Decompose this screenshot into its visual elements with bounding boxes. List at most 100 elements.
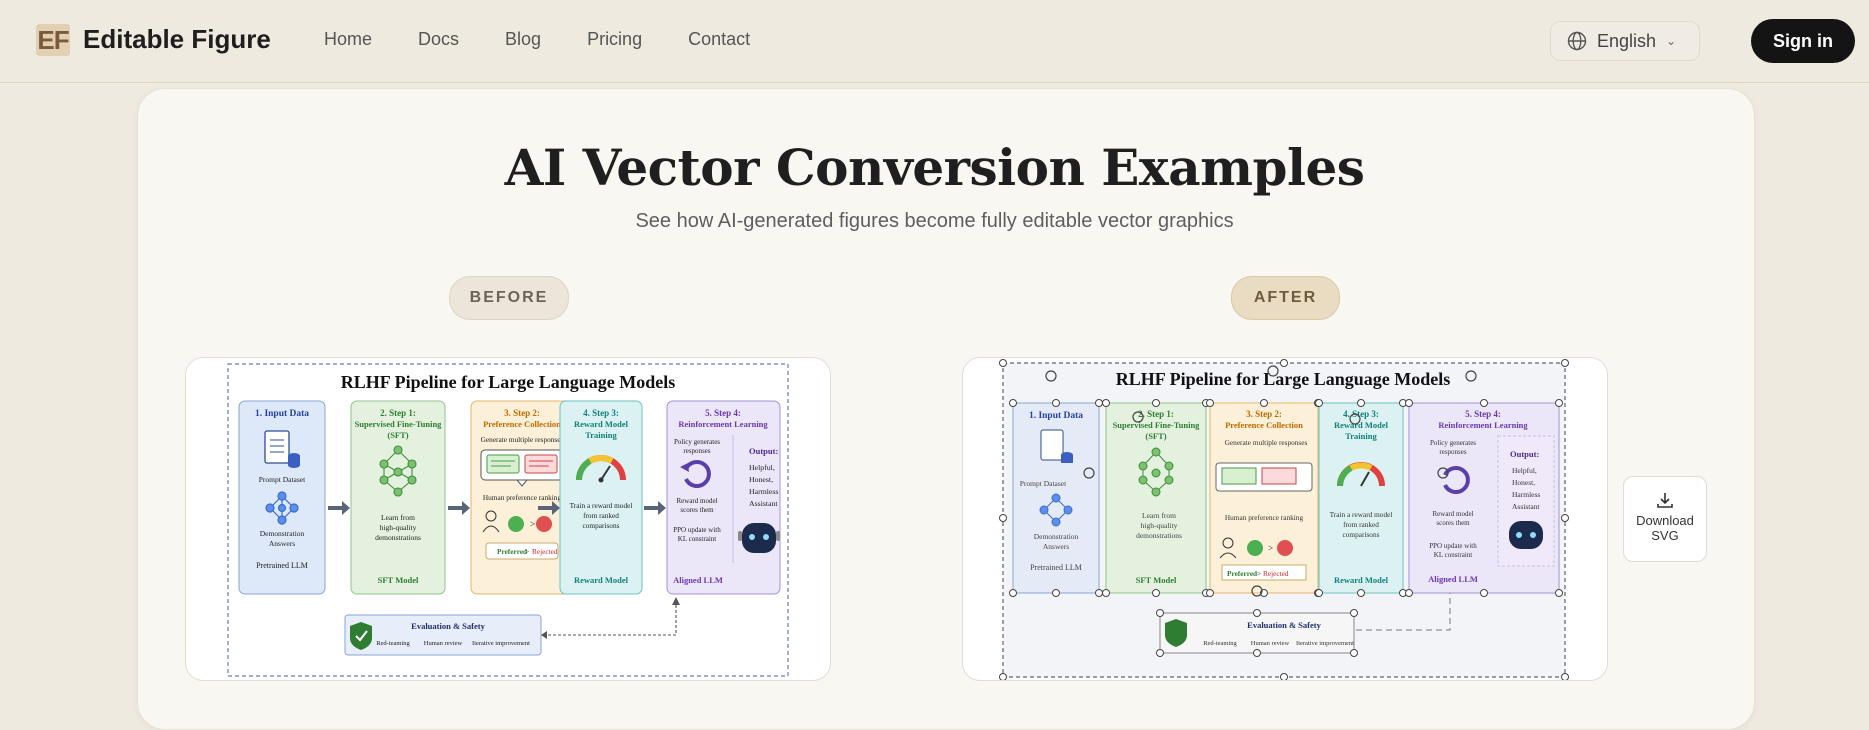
sft-desc-2: high-quality bbox=[380, 523, 417, 532]
demo-label-after-1: Demonstration bbox=[1034, 532, 1079, 541]
sft-desc-after-2: high-quality bbox=[1141, 521, 1178, 530]
selection-handles[interactable] bbox=[999, 359, 1569, 681]
eval-item-1: Red-teaming bbox=[376, 640, 410, 647]
arrow-icon bbox=[462, 501, 470, 515]
download-label-2: SVG bbox=[1651, 528, 1679, 543]
output-1: Helpful, bbox=[749, 463, 775, 472]
evaluation-box-after bbox=[1159, 612, 1355, 654]
figure-title-after: RLHF Pipeline for Large Language Models bbox=[1116, 369, 1451, 389]
demo-label-1: Demonstration bbox=[260, 529, 305, 538]
rlhf-figure-after: RLHF Pipeline for Large Language Models … bbox=[999, 359, 1569, 681]
demo-label-2: Answers bbox=[269, 539, 295, 548]
nav-docs[interactable]: Docs bbox=[418, 29, 460, 49]
rl-score-after-2: scores them bbox=[1436, 519, 1470, 527]
page-title: AI Vector Conversion Examples bbox=[504, 138, 1365, 197]
logo-mark[interactable]: EF bbox=[36, 24, 70, 56]
sft-desc-after-1: Learn from bbox=[1142, 511, 1176, 520]
rotate-handle-icon[interactable] bbox=[1045, 365, 1477, 597]
thumbs-down-icon bbox=[536, 516, 552, 532]
rm-title-after-1: Reward Model bbox=[1334, 420, 1389, 430]
aligned-llm-label: Aligned LLM bbox=[673, 575, 723, 585]
main-nav: Home Docs Blog Pricing Contact bbox=[324, 29, 750, 50]
reward-model-box bbox=[559, 400, 643, 595]
eval-item-after-2: Human review bbox=[1251, 640, 1290, 647]
rl-ppo-1: PPO update with bbox=[673, 526, 721, 534]
rl-title: Reinforcement Learning bbox=[678, 419, 768, 429]
pretrained-llm-label: Pretrained LLM bbox=[256, 561, 308, 570]
rlhf-figure-before: RLHF Pipeline for Large Language Models … bbox=[227, 363, 789, 677]
eval-item-after-1: Red-teaming bbox=[1203, 640, 1237, 647]
rm-step-after: 4. Step 3: bbox=[1343, 409, 1379, 419]
eval-item-3: Iterative improvement bbox=[472, 640, 530, 647]
gauge-icon bbox=[576, 455, 626, 483]
rl-score-2: scores them bbox=[680, 506, 714, 514]
sft-title: Supervised Fine-Tuning bbox=[355, 419, 443, 429]
rejected-after: Rejected bbox=[1263, 569, 1289, 578]
network-icon bbox=[265, 491, 299, 525]
sft-step-after: 2. Step 1: bbox=[1138, 409, 1174, 419]
shield-icon bbox=[350, 622, 372, 650]
person-icon bbox=[482, 510, 500, 533]
sign-in-button[interactable]: Sign in bbox=[1751, 19, 1855, 63]
rm-desc-after-3: comparisons bbox=[1343, 530, 1380, 539]
nav-contact[interactable]: Contact bbox=[688, 29, 751, 49]
pref-step: 3. Step 2: bbox=[504, 408, 540, 418]
rm-box-after bbox=[1318, 402, 1404, 594]
pref-gen-after: Generate multiple responses bbox=[1225, 438, 1308, 447]
output-head-after: Output: bbox=[1510, 449, 1539, 459]
rl-policy-1: Policy generates bbox=[674, 438, 720, 446]
sft-abbr-after: (SFT) bbox=[1145, 431, 1166, 441]
demo-label-after-2: Answers bbox=[1043, 542, 1069, 551]
response-cards-icon bbox=[480, 449, 564, 487]
preferred-after: Preferred bbox=[1227, 569, 1257, 578]
pref-gt: > bbox=[530, 519, 535, 529]
nav-pricing[interactable]: Pricing bbox=[587, 29, 643, 49]
thumbs-up-icon bbox=[508, 516, 524, 532]
arrow-icon bbox=[552, 501, 560, 515]
output-after-4: Assistant bbox=[1512, 502, 1540, 511]
eval-title-after: Evaluation & Safety bbox=[1247, 620, 1321, 630]
download-icon bbox=[1624, 490, 1706, 510]
sft-footer-after: SFT Model bbox=[1136, 575, 1177, 585]
brand-name[interactable]: Editable Figure bbox=[83, 24, 271, 54]
rl-policy-2: responses bbox=[683, 447, 710, 455]
pref-title: Preference Collection bbox=[483, 419, 561, 429]
output-heading: Output: bbox=[749, 446, 778, 456]
input-heading-after: 1. Input Data bbox=[1029, 411, 1083, 421]
rl-score-1: Reward model bbox=[676, 497, 717, 505]
input-data-heading: 1. Input Data bbox=[255, 409, 309, 419]
page-subtitle: See how AI-generated figures become full… bbox=[635, 210, 1234, 232]
rm-desc-after-1: Train a reward model bbox=[1330, 510, 1393, 519]
pref-gt2: > bbox=[525, 547, 529, 556]
prompt-dataset-label: Prompt Dataset bbox=[259, 475, 306, 484]
figure-title: RLHF Pipeline for Large Language Models bbox=[341, 372, 676, 392]
rl-ppo-after-1: PPO update with bbox=[1429, 542, 1477, 550]
output-4: Assistant bbox=[749, 499, 778, 508]
rm-step: 4. Step 3: bbox=[583, 408, 619, 418]
rl-step-after: 5. Step 4: bbox=[1465, 409, 1501, 419]
feedback-arrow bbox=[543, 603, 677, 636]
arrow-icon bbox=[342, 501, 350, 515]
pref-step-after: 3. Step 2: bbox=[1246, 409, 1282, 419]
top-navigation-bar: EF Editable Figure Home Docs Blog Pricin… bbox=[0, 0, 1869, 83]
preferred-label: Preferred bbox=[497, 547, 527, 556]
sft-model-label: SFT Model bbox=[378, 575, 419, 585]
rl-ppo-after-2: KL constraint bbox=[1434, 551, 1472, 559]
rl-ppo-2: KL constraint bbox=[678, 535, 716, 543]
download-svg-button[interactable]: Download SVG bbox=[1623, 476, 1707, 562]
sft-abbr: (SFT) bbox=[387, 430, 408, 440]
language-selector[interactable]: English ⌄ bbox=[1550, 21, 1700, 61]
nav-blog[interactable]: Blog bbox=[505, 29, 542, 49]
rm-desc-1: Train a reward model bbox=[570, 501, 633, 510]
output-after-3: Harmless bbox=[1512, 490, 1540, 499]
rl-title-after: Reinforcement Learning bbox=[1438, 420, 1528, 430]
rl-step: 5. Step 4: bbox=[705, 408, 741, 418]
rm-title-1: Reward Model bbox=[574, 419, 629, 429]
sft-desc-3: demonstrations bbox=[375, 533, 421, 542]
rl-policy-after-1: Policy generates bbox=[1430, 439, 1476, 447]
rm-footer-after: Reward Model bbox=[1334, 575, 1389, 585]
rm-title-after-2: Training bbox=[1345, 431, 1377, 441]
nav-home[interactable]: Home bbox=[324, 29, 373, 49]
output-after-1: Helpful, bbox=[1512, 466, 1537, 475]
before-figure-panel: RLHF Pipeline for Large Language Models … bbox=[185, 357, 831, 681]
